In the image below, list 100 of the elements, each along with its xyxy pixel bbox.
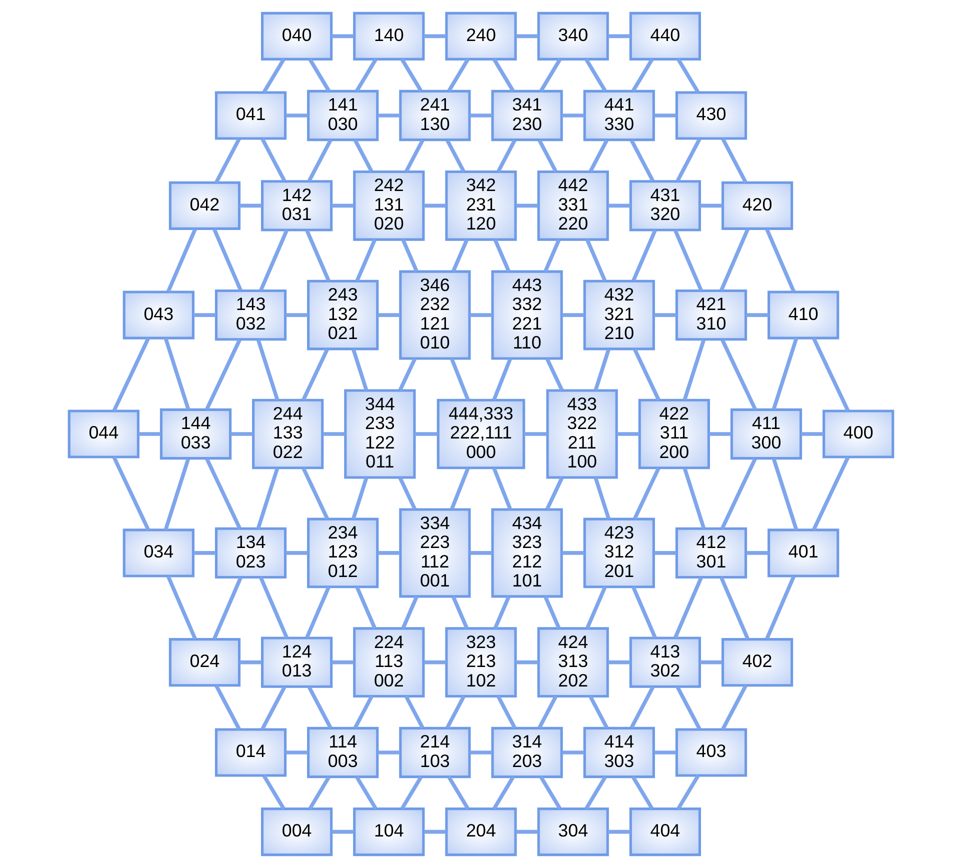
connector xyxy=(543,596,561,630)
connector xyxy=(214,684,241,730)
connector xyxy=(538,139,558,173)
node-box: 242 131 020 xyxy=(353,170,425,241)
node-box: 224 113 002 xyxy=(353,627,425,698)
connector xyxy=(352,348,368,392)
node-box: 444,333 222,111 000 xyxy=(436,398,526,470)
connector xyxy=(400,58,423,92)
connector xyxy=(424,204,446,208)
connector xyxy=(262,58,286,94)
connector xyxy=(307,139,332,182)
connector xyxy=(608,830,630,834)
connector xyxy=(492,776,515,810)
connector xyxy=(240,660,262,664)
connector xyxy=(492,358,512,401)
connector xyxy=(230,432,253,436)
connector xyxy=(194,551,216,555)
connector xyxy=(256,468,280,530)
node-box: 304 xyxy=(537,808,609,856)
connector xyxy=(260,686,286,730)
connector xyxy=(496,695,516,729)
connector xyxy=(772,338,798,410)
connector xyxy=(262,774,286,810)
connector xyxy=(538,695,558,729)
connector xyxy=(164,338,190,410)
node-box: 402 xyxy=(721,638,794,687)
connector xyxy=(308,58,331,92)
connector xyxy=(404,695,424,729)
node-box: 134 023 xyxy=(214,527,287,579)
connector xyxy=(720,458,757,530)
connector xyxy=(302,468,330,520)
connector xyxy=(682,339,706,401)
connector xyxy=(424,34,446,38)
connector xyxy=(584,776,607,810)
node-box: 140 xyxy=(353,12,425,60)
connector xyxy=(584,58,607,92)
connector xyxy=(354,139,374,173)
node-box: 413 302 xyxy=(629,636,702,688)
node-box: 141 030 xyxy=(307,90,379,142)
node-box: 042 xyxy=(168,181,241,230)
connector xyxy=(260,138,286,182)
connector xyxy=(212,576,243,640)
connector xyxy=(772,458,798,530)
node-box: 234 123 012 xyxy=(307,518,379,588)
connector xyxy=(194,313,216,317)
connector xyxy=(594,477,611,520)
connector xyxy=(721,684,748,730)
node-box: 410 xyxy=(768,290,840,340)
connector xyxy=(355,776,378,810)
connector xyxy=(676,138,702,182)
connector xyxy=(492,58,515,92)
connector xyxy=(676,686,702,730)
node-box: 241 130 xyxy=(399,90,471,142)
connector xyxy=(562,551,584,555)
connector xyxy=(539,58,562,92)
node-box: 243 132 021 xyxy=(307,280,379,350)
connector xyxy=(493,238,511,272)
connector xyxy=(256,339,280,401)
node-box: 344 233 122 011 xyxy=(344,389,416,479)
connector xyxy=(112,337,150,412)
connector xyxy=(258,576,289,639)
node-box: 433 322 211 100 xyxy=(546,389,618,479)
connector xyxy=(765,228,796,292)
connector xyxy=(654,551,676,555)
connector xyxy=(594,348,610,392)
node-box: 114 003 xyxy=(307,726,379,778)
connector xyxy=(450,468,470,510)
node-box: 341 230 xyxy=(491,90,563,142)
connector xyxy=(585,238,607,282)
connector xyxy=(378,114,400,118)
connector xyxy=(492,468,512,510)
node-box: 044 xyxy=(68,410,140,458)
node-box: 323 213 102 xyxy=(445,627,517,698)
connector xyxy=(401,596,419,630)
connector xyxy=(585,586,607,629)
node-box: 314 203 xyxy=(491,726,563,778)
connector xyxy=(138,432,161,436)
connector xyxy=(632,468,660,520)
connector xyxy=(332,204,354,208)
connector xyxy=(446,139,466,173)
connector xyxy=(496,139,516,173)
connector xyxy=(516,660,538,664)
connector xyxy=(112,456,150,531)
connector xyxy=(447,58,470,92)
connector xyxy=(632,229,657,282)
connector xyxy=(355,58,378,92)
connector xyxy=(682,468,706,530)
connector xyxy=(765,576,796,640)
connector xyxy=(812,337,850,412)
node-box: 240 xyxy=(445,12,517,60)
connector xyxy=(746,313,768,317)
connector xyxy=(378,313,400,317)
node-box: 432 321 210 xyxy=(583,280,655,350)
connector xyxy=(424,660,446,664)
connector xyxy=(286,551,308,555)
connector xyxy=(631,586,657,639)
node-box: 441 330 xyxy=(583,90,655,142)
connector xyxy=(516,204,538,208)
node-box: 411 300 xyxy=(730,408,802,460)
node-box: 104 xyxy=(353,808,425,856)
